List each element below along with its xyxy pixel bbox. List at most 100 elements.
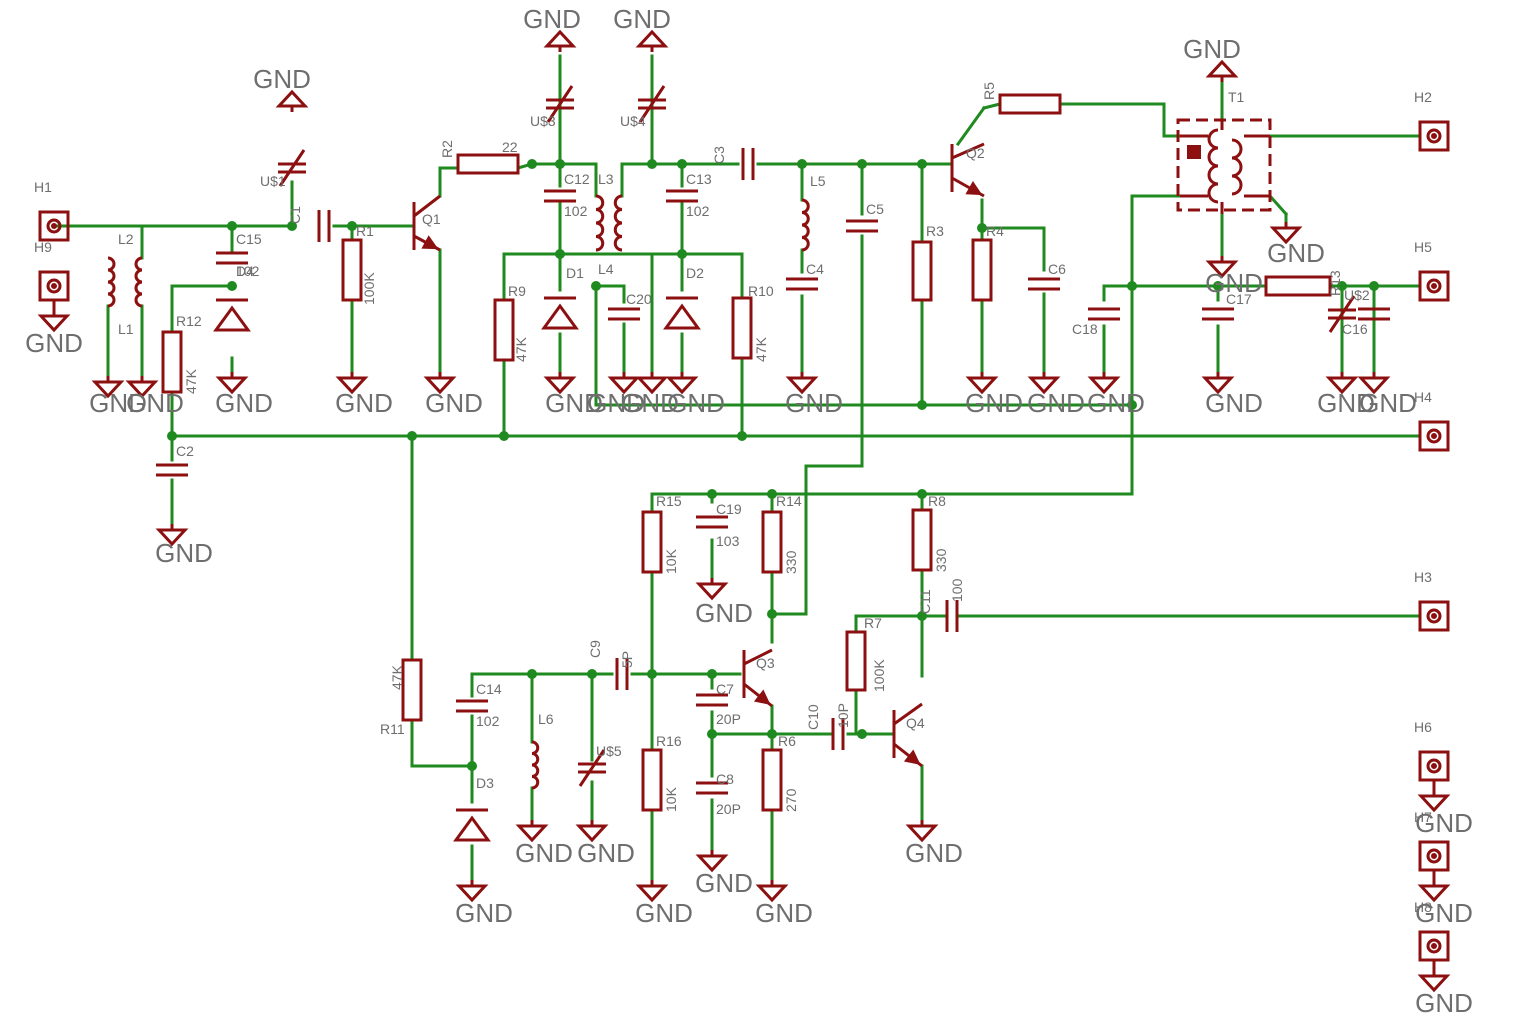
value-r14: 330	[783, 550, 799, 574]
value-r11: 47K	[389, 664, 405, 690]
capacitor-c17	[1202, 307, 1234, 321]
wire	[982, 102, 1002, 110]
gnd-symbol	[1269, 222, 1303, 245]
ref-r2: R2	[439, 140, 455, 158]
ref-l5: L5	[810, 173, 826, 189]
ref-r12: R12	[176, 313, 202, 329]
ref-c12: C12	[564, 171, 590, 187]
junction	[287, 221, 297, 231]
capacitor-c18	[1088, 307, 1120, 321]
ref-q4: Q4	[906, 715, 925, 731]
ref-r8: R8	[928, 493, 946, 509]
resistor-r7	[845, 630, 867, 692]
ref-c18: C18	[1072, 321, 1098, 337]
header-h3	[1418, 600, 1450, 632]
junction	[467, 761, 477, 771]
ref-c19: C19	[716, 501, 742, 517]
gnd-symbol	[335, 372, 369, 395]
ref-c7: C7	[716, 681, 734, 697]
gnd-label: GND	[335, 388, 393, 418]
junction	[555, 159, 565, 169]
value-c13: 102	[686, 203, 710, 219]
gnd-symbol	[1087, 372, 1121, 395]
gnd-label: GND	[577, 838, 635, 868]
gnd-symbol	[515, 820, 549, 843]
resistor-r9	[493, 298, 515, 362]
resistor-r13	[1264, 275, 1332, 297]
junction	[647, 669, 657, 679]
capacitor-c14	[456, 699, 488, 713]
gnd-label: GND	[25, 328, 83, 358]
junction	[647, 159, 657, 169]
gnd-symbol	[215, 372, 249, 395]
header-h5	[1418, 270, 1450, 302]
ref-h6: H6	[1414, 719, 1432, 735]
value-r2: 22	[502, 139, 518, 155]
junction	[227, 221, 237, 231]
capacitor-c6	[1028, 277, 1060, 291]
junction	[587, 669, 597, 679]
resistor-r8	[911, 508, 933, 572]
value-r16: 10K	[663, 786, 679, 812]
ref-r13: R13	[1327, 270, 1343, 296]
wire	[1267, 193, 1289, 217]
gnd-label: GND	[785, 388, 843, 418]
value-r10: 47K	[753, 336, 769, 362]
gnd-symbol	[635, 29, 669, 52]
gnd-label: GND	[1359, 388, 1417, 418]
gnd-label: GND	[545, 388, 603, 418]
trimmer-us4	[638, 85, 666, 123]
resistor-r2	[456, 153, 520, 175]
resistor-r14	[761, 510, 783, 574]
junction	[737, 431, 747, 441]
value-r8: 330	[933, 548, 949, 572]
gnd-label: GND	[695, 598, 753, 628]
ref-c10: C10	[805, 704, 821, 730]
gnd-symbol	[155, 524, 189, 547]
gnd-label: GND	[1087, 388, 1145, 418]
value-r9: 47K	[513, 336, 529, 362]
ref-c5: C5	[866, 201, 884, 217]
ref-r1: R1	[356, 223, 374, 239]
capacitor-c15	[216, 251, 248, 265]
ref-l6: L6	[538, 711, 554, 727]
ref-c2: C2	[176, 443, 194, 459]
junction	[677, 159, 687, 169]
capacitor-c12	[544, 189, 576, 203]
value-c14: 102	[476, 713, 500, 729]
gnd-label: GND	[965, 388, 1023, 418]
capacitor-c13	[666, 189, 698, 203]
capacitor-c10	[831, 718, 845, 750]
gnd-label: GND	[425, 388, 483, 418]
gnd-symbol	[695, 578, 729, 601]
diode-d3	[453, 808, 491, 842]
ref-c9: C9	[587, 640, 603, 658]
junction	[977, 223, 987, 233]
capacitor-c20	[608, 307, 640, 321]
ref-c6: C6	[1048, 261, 1066, 277]
ref-h8: H8	[1414, 899, 1432, 915]
ref-c14: C14	[476, 681, 502, 697]
gnd-label: GND	[905, 838, 963, 868]
junction	[1369, 281, 1379, 291]
value-c10: 10P	[835, 703, 851, 728]
junction	[767, 489, 777, 499]
gnd-label: GND	[126, 388, 184, 418]
header-h4	[1418, 420, 1450, 452]
transformer-t1	[1176, 118, 1272, 214]
capacitor-c4	[786, 277, 818, 291]
resistor-r10	[731, 296, 753, 360]
diode-d2	[663, 296, 701, 330]
gnd-symbol	[1027, 372, 1061, 395]
inductor-l6	[531, 740, 540, 790]
value-c19: 103	[716, 533, 740, 549]
gnd-label: GND	[1183, 34, 1241, 64]
capacitor-c3	[741, 148, 755, 180]
header-h1	[38, 210, 70, 242]
junction	[857, 159, 867, 169]
junction	[917, 611, 927, 621]
ref-d2: D2	[686, 265, 704, 281]
ref-r11: R11	[380, 721, 405, 737]
gnd-symbol	[1325, 372, 1359, 395]
inductor-l5	[801, 198, 810, 252]
